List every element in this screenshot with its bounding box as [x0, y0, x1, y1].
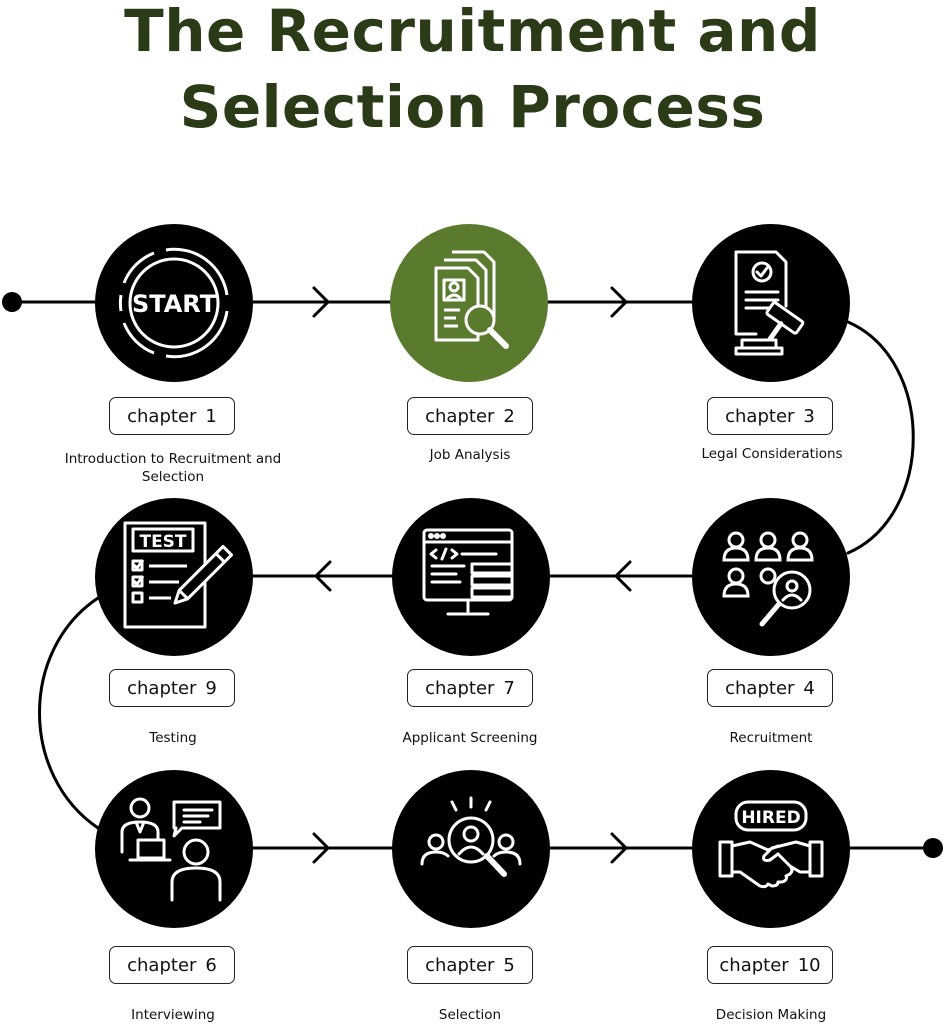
chapter-chip-5: chapter 5 [407, 946, 533, 984]
chapter-chip-2: chapter 2 [407, 397, 533, 435]
start-dot [2, 292, 22, 312]
step-decision-node: HIRED [692, 770, 850, 928]
curve-right [846, 320, 915, 555]
step-label-3: Legal Considerations [701, 446, 843, 462]
hired-handshake-icon: HIRED [718, 800, 824, 889]
title-line-1: The Recruitment and [124, 0, 821, 65]
step-recruitment-node [692, 498, 850, 656]
svg-text:HIRED: HIRED [741, 808, 800, 828]
interview-icon [120, 797, 222, 902]
chapter-number: 5 [503, 954, 515, 976]
step-screening-node [392, 498, 550, 656]
chapter-chip-4: chapter 4 [707, 669, 833, 707]
chapter-number: 1 [205, 405, 217, 427]
chapter-number: 3 [803, 405, 815, 427]
row2-arrow-1 [313, 560, 332, 592]
step-label-2: Job Analysis [429, 447, 511, 463]
chapter-chip-1: chapter 1 [109, 397, 235, 435]
row1-arrow-2 [610, 286, 629, 318]
step-label-4: Recruitment [729, 730, 813, 746]
chapter-number: 7 [503, 677, 515, 699]
step-label-10: Decision Making [715, 1007, 827, 1023]
row1-arrow-1 [312, 286, 331, 318]
step-label-7: Applicant Screening [402, 730, 538, 746]
chapter-word: chapter [127, 954, 197, 976]
step-interviewing-node [95, 770, 253, 928]
svg-text:START: START [132, 290, 217, 318]
step-testing-node: TEST [95, 498, 253, 656]
title-line-2: Selection Process [179, 73, 766, 141]
document-search-icon [434, 250, 509, 349]
chapter-chip-6: chapter 6 [109, 946, 235, 984]
chapter-number: 6 [205, 954, 217, 976]
chapter-number: 9 [205, 677, 217, 699]
step-label-9: Testing [149, 730, 197, 746]
gavel-document-icon [734, 250, 805, 356]
step-label-1: Introduction to Recruitment and Selectio… [64, 451, 282, 485]
chapter-word: chapter [719, 954, 789, 976]
row2-arrow-2 [613, 560, 632, 592]
end-dot [923, 838, 943, 858]
test-paper-icon: TEST [123, 521, 234, 629]
chapter-word: chapter [425, 405, 495, 427]
chapter-word: chapter [725, 405, 795, 427]
curve-left [38, 596, 100, 830]
svg-text:TEST: TEST [139, 532, 186, 552]
row3-arrow-2 [610, 832, 629, 864]
start-icon: START [118, 247, 229, 359]
step-selection-node [392, 770, 550, 928]
chapter-word: chapter [725, 677, 795, 699]
person-search-icon [420, 796, 522, 877]
chapter-word: chapter [425, 954, 495, 976]
chapter-number: 10 [797, 954, 821, 976]
step-label-6: Interviewing [131, 1007, 215, 1023]
step-start-node: START [95, 224, 253, 382]
chapter-word: chapter [127, 677, 197, 699]
people-search-icon [722, 531, 814, 627]
chapter-number: 2 [503, 405, 515, 427]
chapter-number: 4 [803, 677, 815, 699]
chapter-word: chapter [425, 677, 495, 699]
chapter-chip-7: chapter 7 [407, 669, 533, 707]
chapter-chip-10: chapter 10 [707, 946, 833, 984]
chapter-chip-3: chapter 3 [707, 397, 833, 435]
chapter-word: chapter [127, 405, 197, 427]
step-label-5: Selection [438, 1007, 502, 1023]
chapter-chip-9: chapter 9 [109, 669, 235, 707]
step-job-analysis-node [390, 224, 548, 382]
row3-arrow-1 [312, 832, 331, 864]
computer-code-icon [422, 528, 514, 616]
step-legal-node [692, 224, 850, 382]
